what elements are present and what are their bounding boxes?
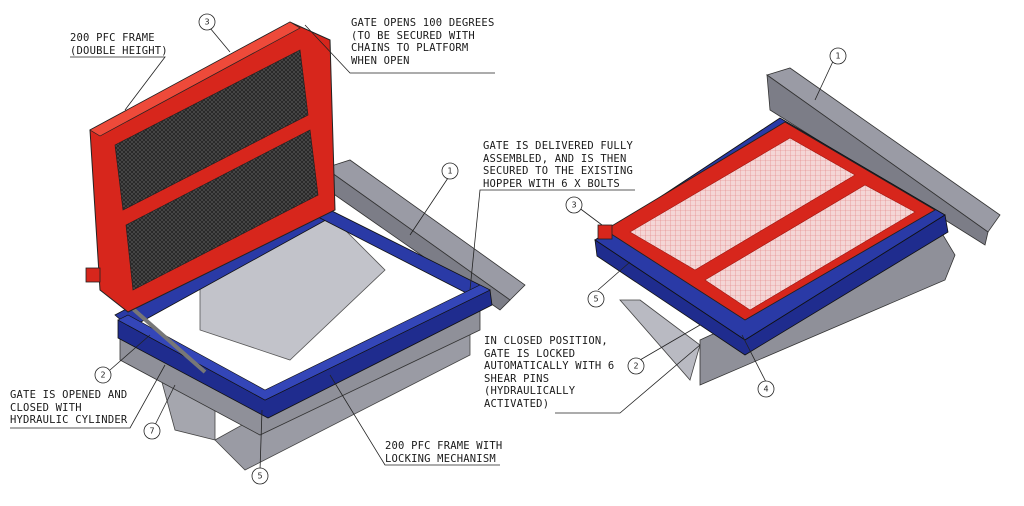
- balloon-right-4: 4: [763, 385, 768, 394]
- note-gate-opens-100-degrees: GATE OPENS 100 DEGREES (TO BE SECURED WI…: [351, 17, 494, 67]
- right-assembly-closed-gate: [594, 67, 1001, 386]
- balloon-left-7: 7: [149, 427, 154, 436]
- balloon-labels: 3 1 2 7 5 1 3 5 2 4: [100, 18, 840, 481]
- note-pfc-frame-double-height: 200 PFC FRAME (DOUBLE HEIGHT): [70, 32, 168, 57]
- left-red-gate-top: [89, 21, 301, 137]
- note-line: 200 PFC FRAME: [70, 32, 155, 44]
- note-line: GATE IS OPENED AND: [10, 389, 128, 401]
- balloon-right-1: 1: [835, 52, 840, 61]
- note-hydraulic-cylinder: GATE IS OPENED AND CLOSED WITH HYDRAULIC…: [10, 389, 127, 427]
- balloon-left-5: 5: [257, 472, 262, 481]
- right-gate-hinge-block: [597, 224, 613, 240]
- note-closed-position-shear-pins: IN CLOSED POSITION, GATE IS LOCKED AUTOM…: [484, 335, 614, 410]
- note-line: (TO BE SECURED WITH: [351, 29, 475, 42]
- note-line: GATE IS DELIVERED FULLY: [483, 140, 633, 152]
- note-line: HOPPER WITH 6 X BOLTS: [483, 177, 620, 190]
- note-locking-mechanism: 200 PFC FRAME WITH LOCKING MECHANISM: [385, 440, 502, 465]
- note-line: CHAINS TO PLATFORM: [351, 42, 469, 54]
- note-gate-delivered-assembled: GATE IS DELIVERED FULLY ASSEMBLED, AND I…: [483, 140, 633, 190]
- right-mesh-panel-a: [629, 137, 856, 271]
- note-line: ACTIVATED): [484, 397, 550, 410]
- note-line: IN CLOSED POSITION,: [484, 335, 608, 347]
- balloon-left-3: 3: [204, 18, 209, 27]
- left-assembly-open-gate: [85, 21, 526, 471]
- balloon-right-2: 2: [633, 362, 638, 371]
- note-line: (HYDRAULICALLY: [484, 385, 576, 397]
- note-line: SECURED TO THE EXISTING: [483, 165, 633, 177]
- left-blue-frame-front-top: [117, 284, 491, 401]
- note-line: WHEN OPEN: [351, 54, 410, 67]
- note-line: HYDRAULIC CYLINDER: [10, 414, 128, 426]
- balloon-left-2: 2: [100, 371, 105, 380]
- right-steel-beam-web: [766, 74, 989, 246]
- left-mesh-panel-upper: [114, 49, 309, 211]
- right-mesh-panel-b: [704, 184, 916, 311]
- left-gate-hinge-block: [85, 267, 101, 283]
- note-line: ASSEMBLED, AND IS THEN: [483, 152, 627, 165]
- note-line: GATE IS LOCKED: [484, 347, 576, 360]
- balloon-right-3: 3: [571, 201, 576, 210]
- note-line: (DOUBLE HEIGHT): [70, 44, 168, 57]
- leader-lines: [10, 24, 836, 471]
- note-line: SHEAR PINS: [484, 372, 550, 385]
- left-mesh-panel-lower: [125, 129, 319, 291]
- balloons: [94, 13, 847, 485]
- note-line: 200 PFC FRAME WITH: [385, 440, 503, 452]
- balloon-right-5: 5: [593, 295, 598, 304]
- balloon-left-1: 1: [447, 167, 452, 176]
- note-line: CLOSED WITH: [10, 401, 82, 414]
- note-line: AUTOMATICALLY WITH 6: [484, 360, 615, 372]
- note-line: LOCKING MECHANISM: [385, 452, 496, 465]
- note-line: GATE OPENS 100 DEGREES: [351, 17, 495, 29]
- right-hopper-plate: [619, 299, 701, 381]
